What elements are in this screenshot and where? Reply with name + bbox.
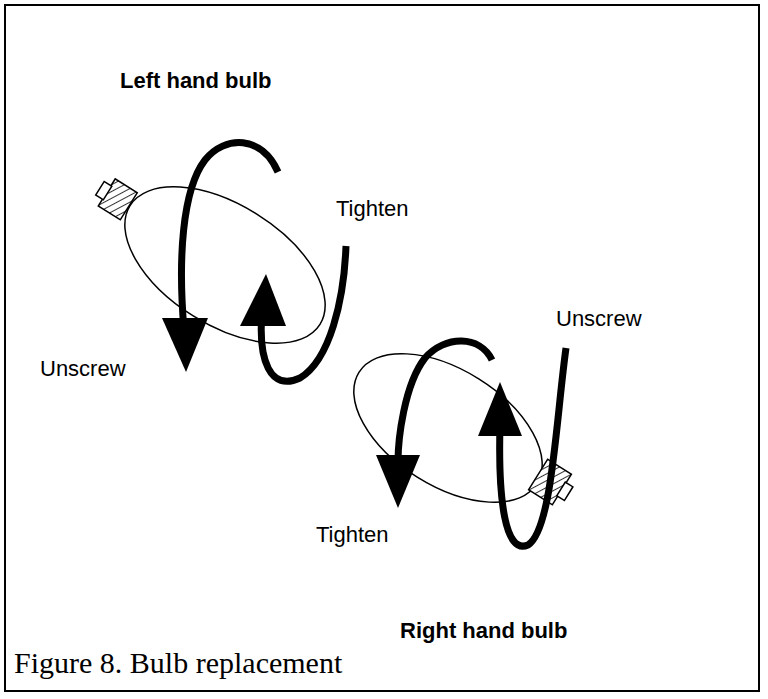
direction-label: Tighten [336,196,409,222]
direction-label: Unscrew [556,306,642,332]
bulb-heading: Right hand bulb [400,618,567,644]
direction-label: Unscrew [40,356,126,382]
direction-label: Tighten [316,522,389,548]
left-bulb [91,143,351,382]
figure-caption: Figure 8. Bulb replacement [14,646,342,680]
bulb-heading: Left hand bulb [120,68,272,94]
figure-frame [4,4,760,692]
right-bulb [328,323,578,546]
